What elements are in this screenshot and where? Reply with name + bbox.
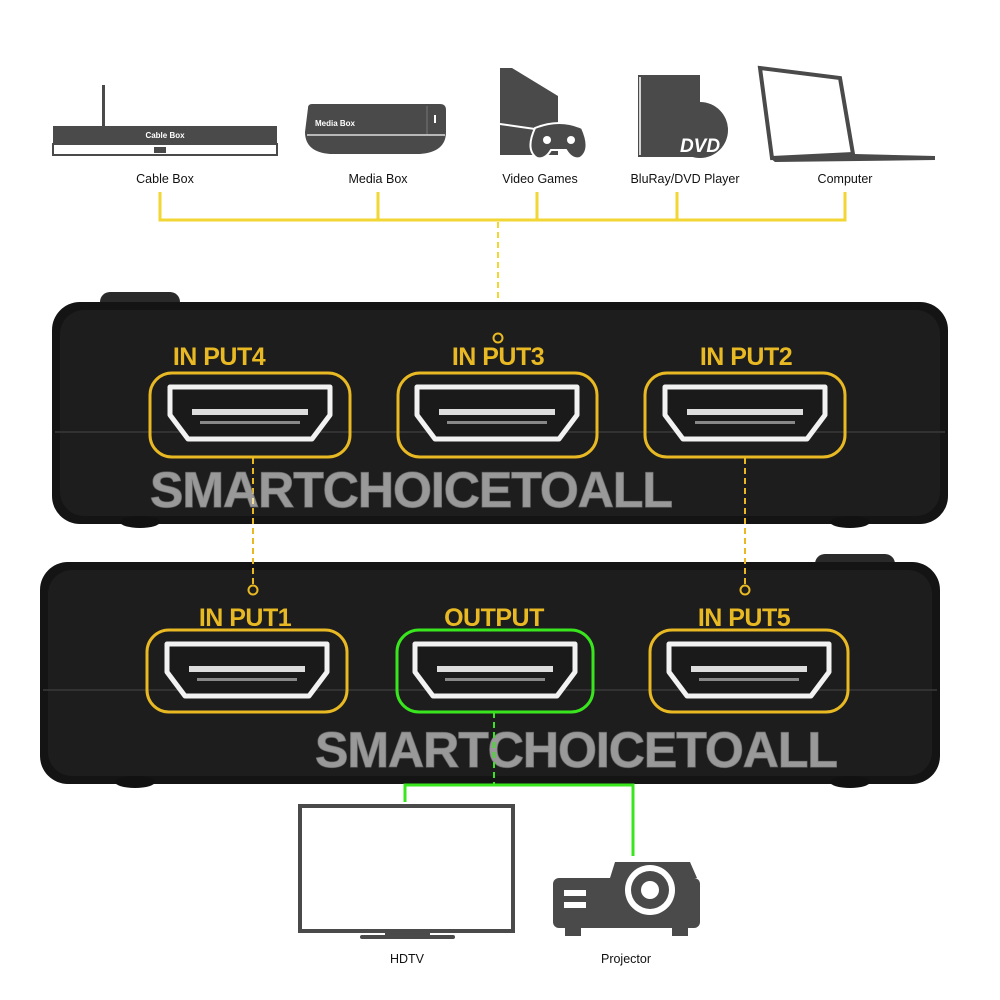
hdmi-port-input3 [396,371,599,459]
hdmi-port-input1 [145,628,349,714]
port-label-input3: IN PUT3 [452,343,544,371]
source-label: Cable Box [136,172,194,186]
port-label-input5: IN PUT5 [698,604,791,632]
watermark: SMARTCHOICETOALL [150,462,672,518]
port-label-input1: IN PUT1 [199,604,292,632]
output-label-projector: Projector [601,952,651,966]
media-box-logo: Media Box [315,119,356,128]
port-label-output: OUTPUT [444,604,544,632]
port-label-input2: IN PUT2 [700,343,792,371]
tv-icon [298,804,515,939]
dvd-logo: DVD [680,136,720,157]
laptop-icon [757,65,935,162]
dvd-player-icon: DVD [638,75,728,158]
input-links [252,458,746,586]
projector-icon [553,862,700,936]
hdmi-port-input2 [643,371,847,459]
output-links [403,712,635,856]
watermark: SMARTCHOICETOALL [315,722,837,778]
hdmi-port-input5 [648,628,850,714]
source-label: BluRay/DVD Player [630,172,739,186]
cable-box-icon: Cable Box [52,85,278,156]
source-label: Video Games [502,172,578,186]
source-label: Computer [818,172,873,186]
source-label: Media Box [348,172,408,186]
output-label-hdtv: HDTV [390,952,425,966]
cable-box-logo: Cable Box [145,131,185,140]
media-box-icon: Media Box [305,104,446,154]
game-console-icon [499,68,588,160]
hdmi-port-input4 [148,371,352,459]
port-label-input4: IN PUT4 [173,343,266,371]
